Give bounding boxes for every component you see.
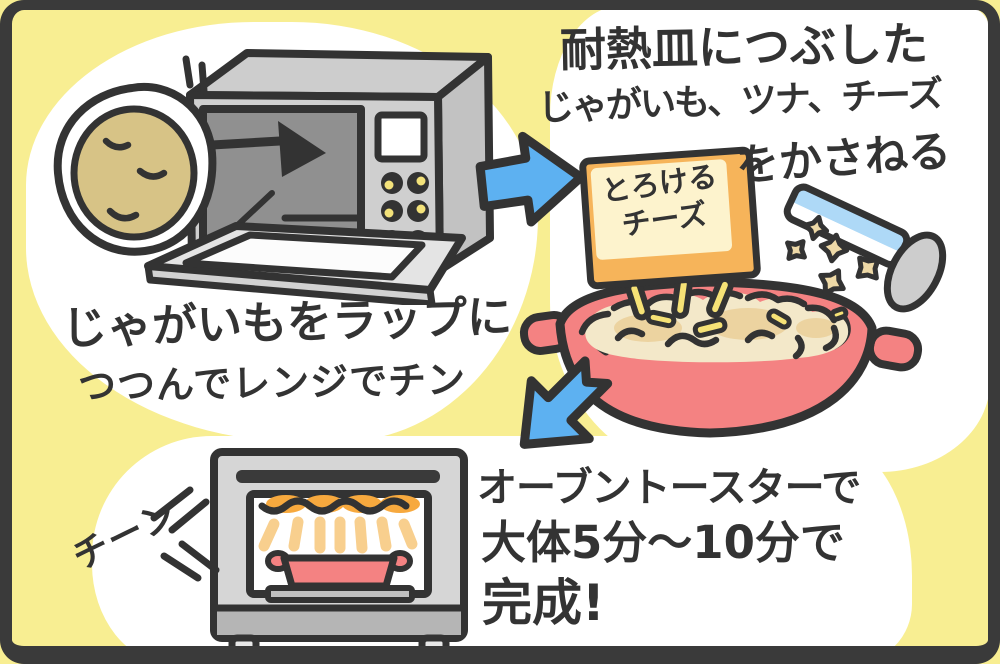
oven-rack [265, 585, 415, 603]
microwave-open-door [144, 222, 466, 305]
baking-dish-icon [265, 550, 413, 590]
step2-caption-line1: 耐熱皿につぶした [559, 16, 929, 78]
cheese-bits-in-dish [645, 306, 849, 338]
heat-rays-icon [258, 516, 418, 554]
mash-squiggles [578, 288, 839, 360]
step1-caption-line2: つつんでレンジでチン [77, 357, 467, 409]
melting-cheese-package: とろける チーズ [578, 146, 762, 290]
gratin-dish-icon [519, 277, 923, 438]
step3-caption-line3: 完成! [482, 574, 605, 632]
arrow-right-icon [475, 131, 586, 227]
microwave-scene-illustration [53, 49, 494, 305]
into-microwave-arrow-icon [207, 121, 326, 177]
arrow-down-left-icon [519, 356, 613, 449]
heating-element-icon [258, 495, 420, 515]
sound-speed-lines-icon [150, 486, 220, 582]
step3-caption-line1: オーブントースターで [477, 465, 861, 511]
gratin-dish-scene-illustration [519, 183, 947, 449]
tuna-flakes-icon [785, 214, 881, 296]
step1-caption-line1: じゃがいもをラップに [61, 290, 513, 355]
wrapped-potato-icon [53, 55, 217, 256]
step3-caption-line2: 大体5分〜10分で [481, 516, 845, 569]
toaster-oven-icon [210, 448, 468, 658]
